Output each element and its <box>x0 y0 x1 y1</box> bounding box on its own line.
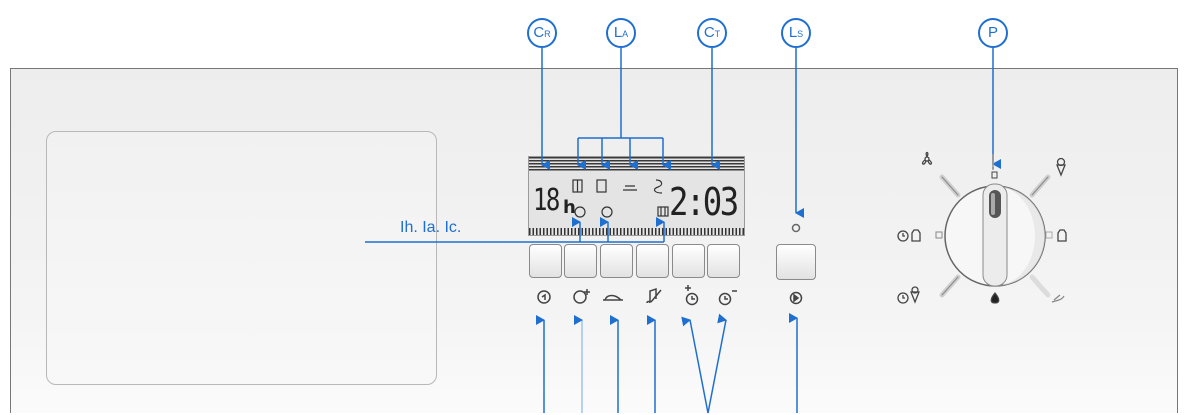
dial-shade <box>995 186 1045 286</box>
lcd-icons <box>572 179 669 218</box>
callout-cr: CR <box>527 18 557 48</box>
dial-mark-n <box>991 171 998 179</box>
feather-icon <box>1051 294 1065 303</box>
callout-cr-letter: C <box>533 24 545 41</box>
btn5-leader <box>681 316 709 414</box>
lcd-icon-3 <box>623 185 637 191</box>
callout-ct: CT <box>697 18 727 48</box>
callout-la: LA <box>606 18 636 48</box>
lcd-hours: 18 <box>533 183 560 218</box>
callout-p-letter: P <box>987 24 998 41</box>
callout-ct-letter: C <box>703 24 715 41</box>
eco-plus-button[interactable] <box>564 244 597 278</box>
program-dial[interactable] <box>944 183 1046 287</box>
dial-symbols <box>897 151 1067 304</box>
fan-icon <box>921 151 933 165</box>
cone-icon <box>1056 157 1066 177</box>
callout-ls-letter: L <box>788 24 798 41</box>
eco-plus-icon <box>573 290 587 304</box>
dial-mark-se <box>1029 274 1051 298</box>
timer-bottle-icon <box>897 229 921 242</box>
start-pause-button[interactable] <box>776 244 816 280</box>
leader-lines <box>365 48 1001 414</box>
dial-mark-e <box>1045 231 1053 239</box>
lcd-clock: 2:03 <box>669 180 739 224</box>
lcd-icon-info <box>657 206 669 217</box>
dial-mark-w <box>935 231 943 239</box>
blank-panel-window <box>46 131 437 385</box>
lcd-tick-strip <box>529 228 744 235</box>
dial-position-marks <box>935 154 1053 298</box>
lcd-eco-plus-icon <box>601 206 613 218</box>
btn6-leader <box>707 313 727 414</box>
timer-minus-button[interactable] <box>707 244 740 278</box>
callout-la-sub: A <box>622 29 629 39</box>
timer-minus-icon <box>718 292 732 306</box>
eco-cycle-icon <box>537 290 551 304</box>
start-pause-icon <box>789 291 803 305</box>
bottle-icon <box>1057 229 1067 242</box>
lcd-icon-2 <box>596 179 607 193</box>
mute-button[interactable] <box>636 244 669 278</box>
callout-ls: LS <box>781 18 811 48</box>
callout-p: P <box>978 18 1008 48</box>
callout-ct-sub: T <box>714 29 721 39</box>
callout-cr-sub: R <box>544 29 551 39</box>
timer-plus-button[interactable] <box>672 244 705 278</box>
lcd-eco-icon <box>574 206 586 218</box>
mute-note-icon <box>646 287 662 304</box>
start-indicator-light <box>791 223 801 233</box>
timer-plus-icon <box>685 292 699 306</box>
iron-button[interactable] <box>600 244 633 278</box>
callout-la-letter: L <box>613 24 623 41</box>
drop-icon <box>990 291 1000 304</box>
iron-icon <box>603 294 623 301</box>
callout-ls-sub: S <box>797 29 804 39</box>
button-symbols <box>537 223 803 306</box>
lcd-icon-4 <box>653 179 663 194</box>
eco-button[interactable] <box>529 244 562 278</box>
info-fields-label: Ih. Ia. Ic. <box>400 219 462 236</box>
lcd-hours-unit: h <box>563 197 576 218</box>
timer-cone-icon <box>897 286 920 304</box>
